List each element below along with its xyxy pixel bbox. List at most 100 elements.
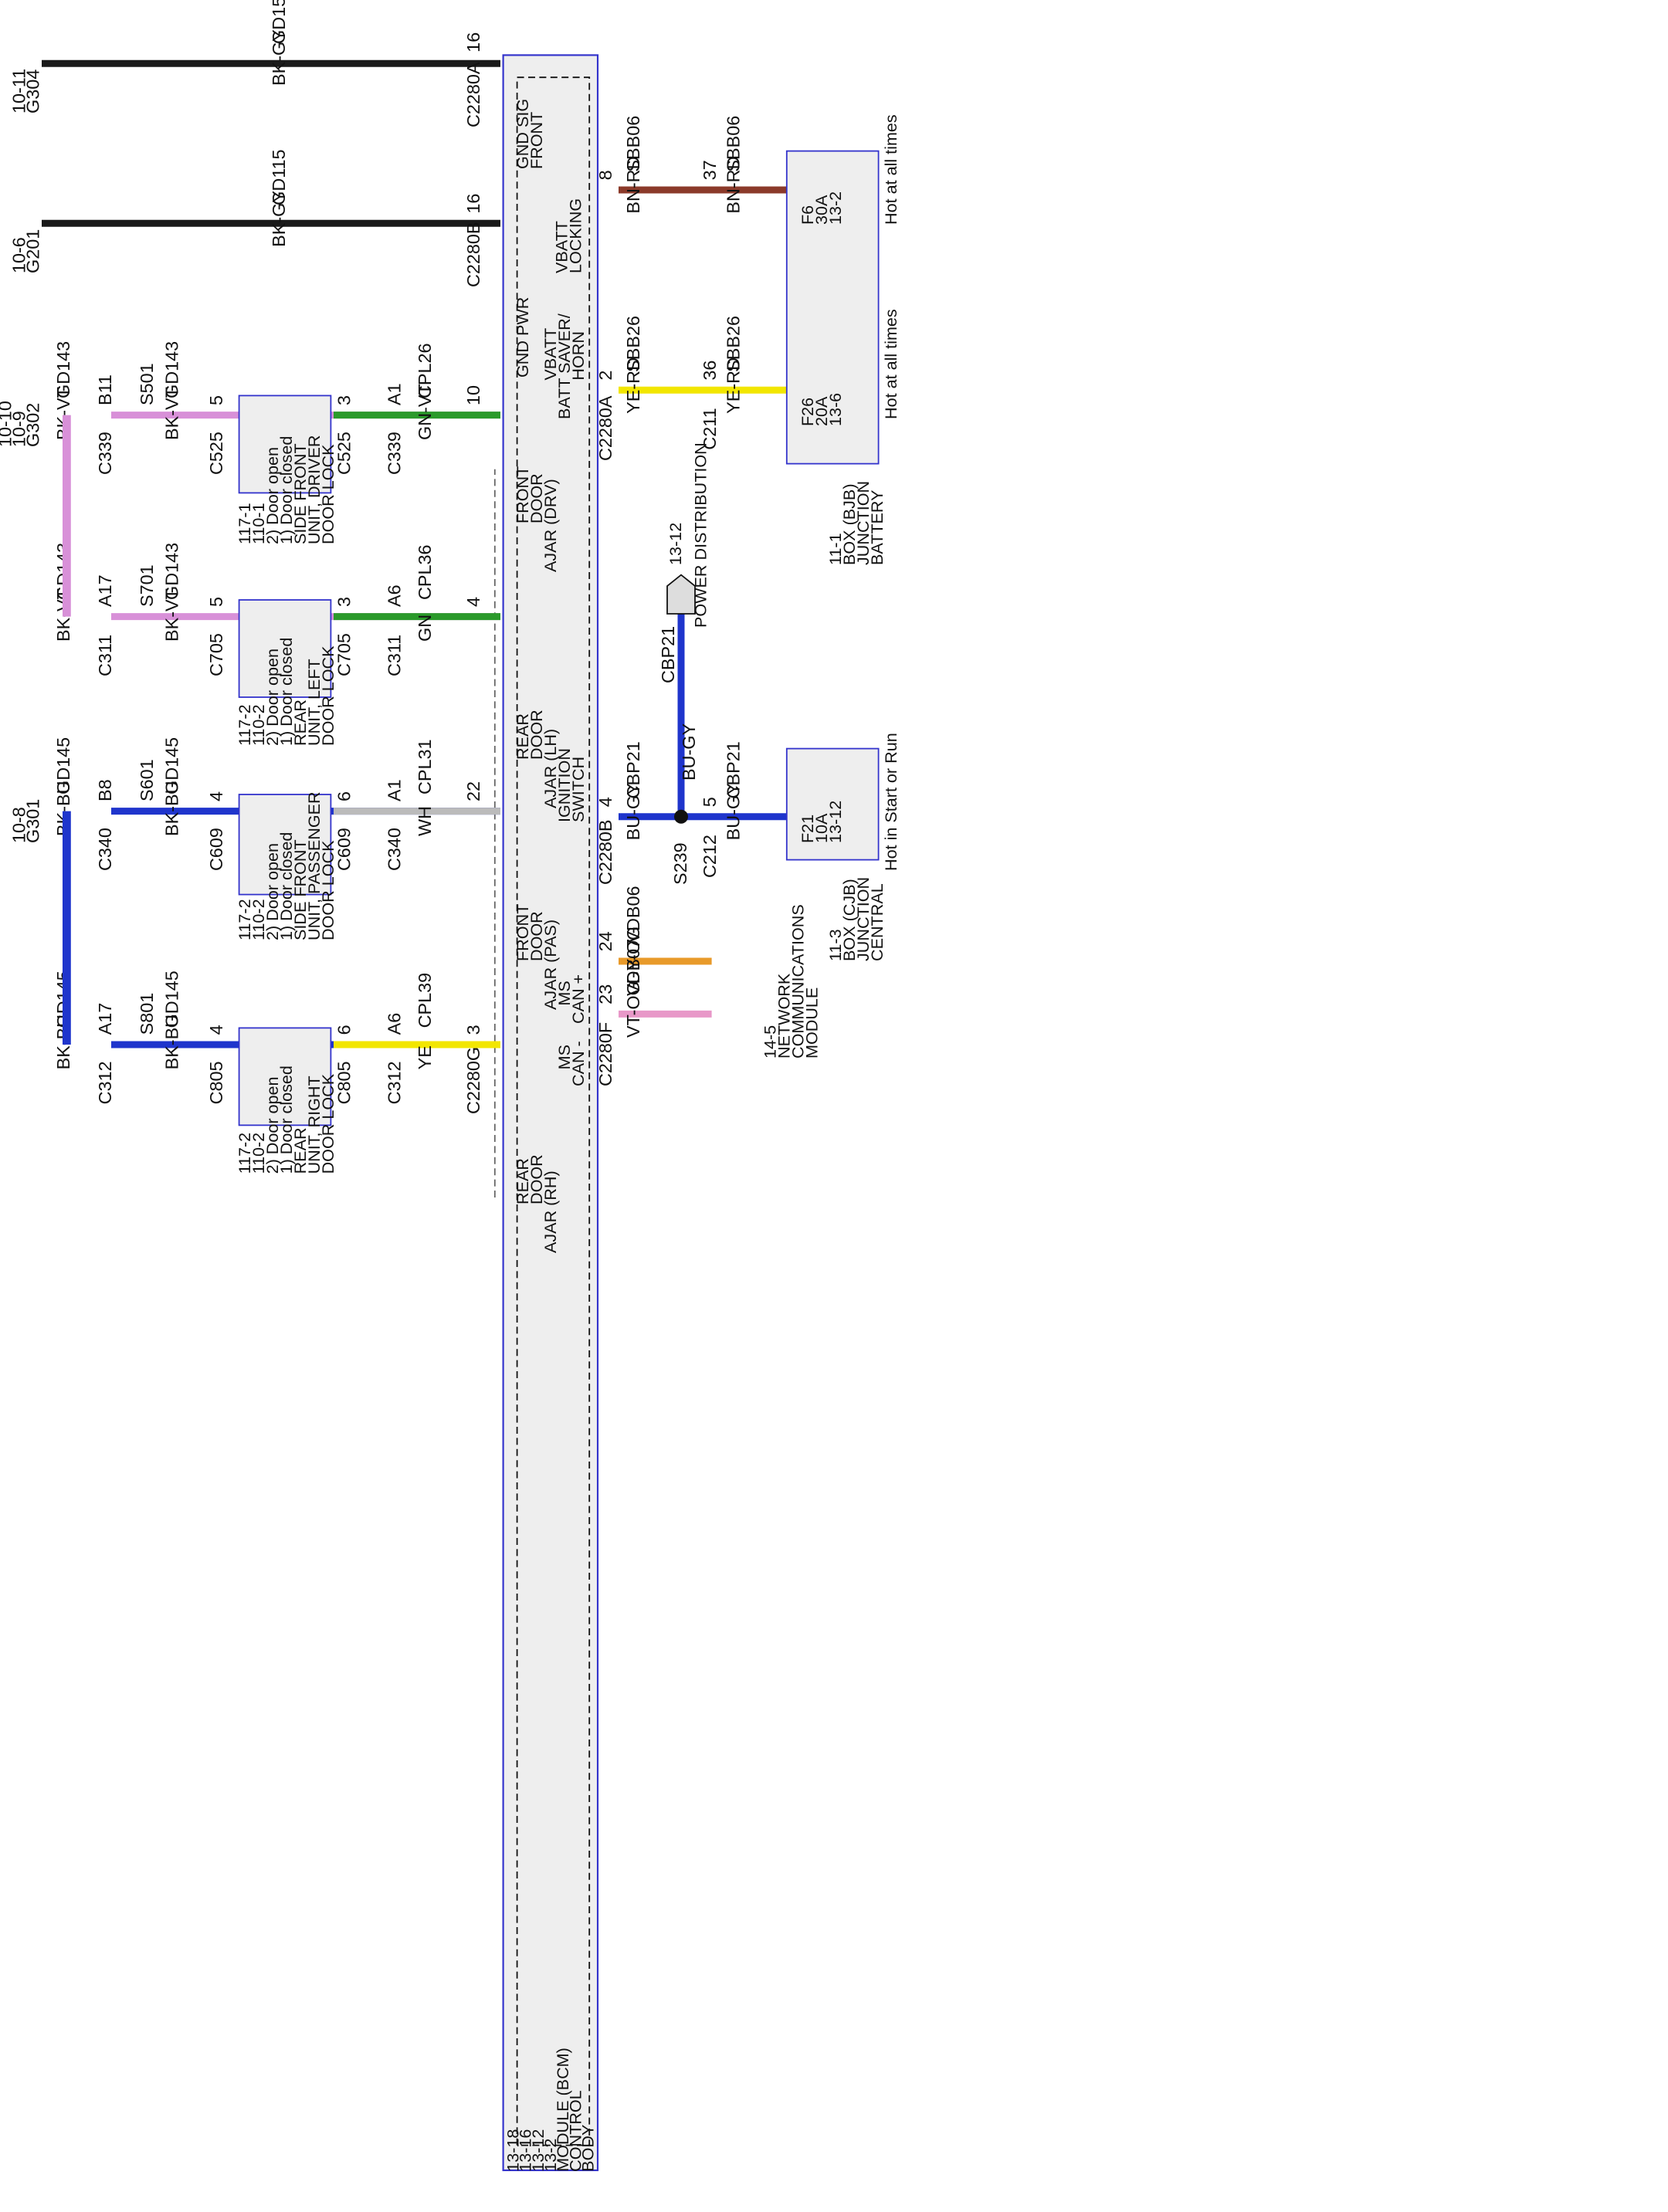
rr-switch-conn-out: C805 — [206, 1061, 226, 1104]
can-plus-color: GY-OG — [623, 926, 643, 985]
cbp21-color: BU-GY — [623, 783, 643, 840]
fr-inline-conn: C340 — [384, 828, 404, 871]
bcm-name-0: BODY — [578, 2125, 598, 2172]
fr-splice-conn: C340 — [95, 828, 115, 871]
g304-pin: 16 — [463, 32, 483, 53]
fl-switch-label-4: 2) Door open — [263, 447, 282, 544]
bjb-label-1: JUNCTION — [853, 481, 873, 565]
fr-splice-pin: B8 — [95, 779, 115, 801]
bcm-pin-vbatt-locking-0: VBATT — [551, 221, 571, 273]
bcm-pin-front-door-pas-0: FRONT — [513, 904, 532, 961]
fr-gnd-wire-color: BK-BU — [161, 781, 181, 835]
rl-splice-conn: C311 — [95, 635, 115, 676]
fr-switch-label-4: 2) Door open — [263, 843, 282, 940]
fl-switch-label-1: UNIT, DRIVER — [304, 435, 324, 544]
sbb26-bcm-conn: C2280A — [595, 395, 615, 461]
cbp21-wire2: CBP21 — [724, 741, 744, 798]
fr-gnd-wire2: GD145 — [53, 737, 73, 794]
rr-switch-label-4: 2) Door open — [263, 1076, 282, 1174]
rl-switch-label-2: REAR — [290, 700, 310, 746]
ground-g304-circuit: GD156 BK-GY 16 C2280A G304 10-11 — [8, 0, 500, 127]
sbb26-inline-pin: 36 — [700, 361, 720, 381]
sbb26-wire2: SBB26 — [724, 316, 744, 372]
sbb26-bcm-pin: 2 — [595, 371, 615, 381]
cjb-fuse-f21-0: F21 — [798, 815, 817, 843]
bcm-pin-front-door-pas-2: AJAR (PAS) — [541, 920, 560, 1010]
network-label-2: NETWORK — [774, 973, 793, 1059]
cjb-label-0: CENTRAL — [867, 883, 887, 961]
bjb-label-2: BOX (BJB) — [839, 483, 859, 565]
fr-gnd-wire: GD145 — [161, 737, 181, 794]
fl-bcm-wire-color: GN-VT — [415, 384, 435, 440]
cjb-fuse-f21-1: 10A — [812, 813, 831, 843]
fl-bcm-pin: 10 — [463, 385, 483, 405]
fl-gnd-wire-color: BK-VT — [161, 387, 181, 440]
bcm-name-6: 13-18 — [503, 2129, 522, 2172]
bcm-pin-front-door-drv-1: DOOR — [527, 473, 546, 523]
fl-switch-conn-out: C525 — [206, 432, 226, 475]
bjb-label-0: BATTERY — [867, 489, 887, 565]
fr-inline-pin: A1 — [384, 779, 404, 801]
bcm-pin-rear-door-rh-2: AJAR (RH) — [541, 1170, 560, 1253]
bcm-pin-gnd-sig-front-1: FRONT — [527, 112, 546, 169]
fl-switch-label-2: SIDE FRONT — [290, 443, 310, 544]
fl-bcm-wire: CPL26 — [415, 343, 435, 398]
ground-g201-circuit: GD115 BK-GY 16 C2280B G201 10-6 — [8, 149, 500, 287]
g201-pin: 16 — [463, 194, 483, 214]
rl-splice: S701 — [137, 564, 157, 607]
bcm-pin-ignition-1: SWITCH — [568, 757, 588, 822]
switch-rear-left — [238, 599, 332, 698]
rl-switch-conn-in: C705 — [334, 633, 354, 676]
bcm-pin-gnd-pwr: GND PWR — [513, 297, 532, 378]
cbp21-branch-color: BU-GY — [679, 723, 699, 781]
rl-bcm-wire: CPL36 — [415, 544, 435, 600]
rr-bcm-conn: C2280G — [463, 1047, 483, 1114]
fr-switch-pin-in: 6 — [334, 791, 354, 801]
bjb-hot-f26: Hot at all times — [881, 309, 900, 419]
bcm-pin-ignition-0: IGNITION — [554, 748, 574, 822]
fl-switch-conn-in: C525 — [334, 432, 354, 475]
rr-bcm-wire-color: YE — [415, 1045, 435, 1069]
rl-bcm-wire-color: GN — [415, 615, 435, 642]
rl-gnd-wire-color: BK-VT — [161, 588, 181, 642]
fr-switch-label-0: DOOR LOCK — [318, 840, 337, 940]
g301-name: G301 — [22, 799, 42, 843]
power-distribution-connector: POWER DISTRIBUTION 13-12 — [666, 442, 710, 628]
sbb26-inline-conn: C211 — [700, 408, 720, 449]
g304-name: G304 — [22, 69, 42, 113]
rr-switch-label-3: 1) Door closed — [276, 1065, 296, 1174]
bjb-fuse-f26-2: 13-6 — [826, 393, 845, 426]
fl-inline-conn: C339 — [384, 432, 404, 475]
bcm-pin-vbatt-locking-1: LOCKING — [565, 198, 585, 273]
sbb06-color2: BN-RD — [724, 157, 744, 214]
bcm-pin-ms-can-minus-0: MS — [554, 1045, 574, 1069]
sbb26-wire: SBB26 — [623, 316, 643, 372]
bjb-box: F6 30A 13-2 F26 20A 13-6 BATTERY JUNCTIO… — [785, 114, 900, 565]
fl-switch-label-5: 110-1 — [249, 503, 268, 544]
rl-bcm-pin: 4 — [463, 597, 483, 607]
fl-gnd-wire: GD143 — [161, 341, 181, 398]
bjb-fuse-f6-1: 30A — [812, 195, 831, 225]
sbb06-color: BN-RD — [623, 157, 643, 214]
rl-switch-pin-out: 5 — [206, 597, 226, 607]
cbp21-wire: CBP21 — [623, 741, 643, 798]
cbp21-splice: S239 — [670, 842, 690, 885]
g201-circuit: GD115 — [269, 149, 289, 205]
can-minus-conn: C2280F — [595, 1022, 615, 1086]
rr-switch-label-1: UNIT, RIGHT — [304, 1076, 324, 1174]
cbp21-bcm-conn: C2280B — [595, 819, 615, 885]
g302-ref-0: 10-9 — [8, 411, 29, 447]
fl-splice-conn: C339 — [95, 432, 115, 475]
rr-bcm-wire: CPL39 — [415, 973, 435, 1028]
bcm-name-5: 13-16 — [516, 2129, 535, 2172]
g304-ref: 10-11 — [8, 69, 29, 113]
fr-splice: S601 — [137, 759, 157, 801]
bcm-name-3: 13-2 — [541, 2139, 560, 2172]
g302-name: G302 — [22, 403, 42, 447]
bcm-pin-rear-door-rh-1: DOOR — [527, 1154, 546, 1204]
bcm-pin-vbatt-batt-saver-1: BATT SAVER/ — [554, 313, 574, 419]
g301-ref: 10-8 — [8, 807, 29, 843]
rr-switch-label-0: DOOR LOCK — [318, 1073, 337, 1174]
switch-front-left — [238, 395, 332, 494]
rr-switch-label-6: 117-2 — [235, 1133, 254, 1174]
